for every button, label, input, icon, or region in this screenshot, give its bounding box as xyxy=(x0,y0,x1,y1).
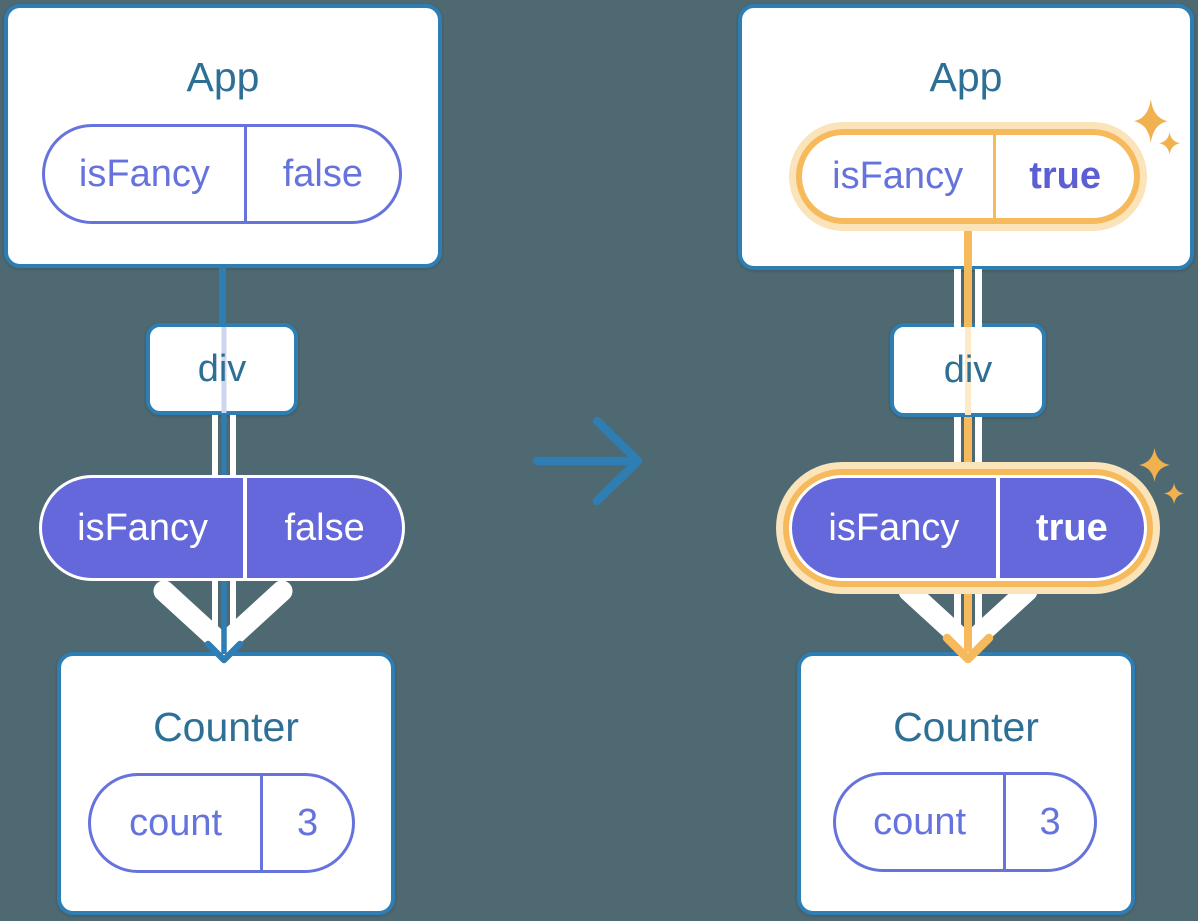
counter-title: Counter xyxy=(893,704,1039,750)
counter-title: Counter xyxy=(153,704,299,750)
app-title: App xyxy=(929,54,1003,100)
state-name-cell: count xyxy=(836,775,1007,869)
passed-prop-pill: isFancy false xyxy=(42,478,402,578)
transition-arrow-head xyxy=(592,416,643,506)
state-name-cell: count xyxy=(91,776,264,870)
prop-name-cell: isFancy xyxy=(792,478,1000,578)
prop-flow-chevron xyxy=(898,580,1038,656)
passed-prop-pill-highlighted: isFancy true xyxy=(792,478,1144,578)
prop-value-cell: false xyxy=(284,506,365,549)
prop-name-cell: isFancy xyxy=(45,127,247,221)
prop-flow-chevron xyxy=(153,580,293,656)
app-prop-pill: isFancy false xyxy=(42,124,402,224)
prop-name-cell: isFancy xyxy=(802,135,997,218)
div-label: div xyxy=(197,347,247,390)
sparkle-icon xyxy=(1139,448,1171,482)
prop-value-cell: true xyxy=(1035,506,1108,549)
div-label: div xyxy=(943,348,993,391)
state-value-cell: 3 xyxy=(297,801,319,844)
prop-value-cell: true xyxy=(1029,155,1101,197)
state-value-cell: 3 xyxy=(1039,800,1061,843)
state-pill: count 3 xyxy=(833,772,1097,872)
app-title: App xyxy=(186,54,260,100)
app-prop-pill-highlighted: isFancy true xyxy=(796,129,1140,224)
sparkle-icon xyxy=(1164,483,1185,505)
prop-value-cell: false xyxy=(282,152,364,195)
state-pill: count 3 xyxy=(88,773,355,873)
prop-name-cell: isFancy xyxy=(42,478,248,578)
transition-arrow xyxy=(532,416,643,506)
